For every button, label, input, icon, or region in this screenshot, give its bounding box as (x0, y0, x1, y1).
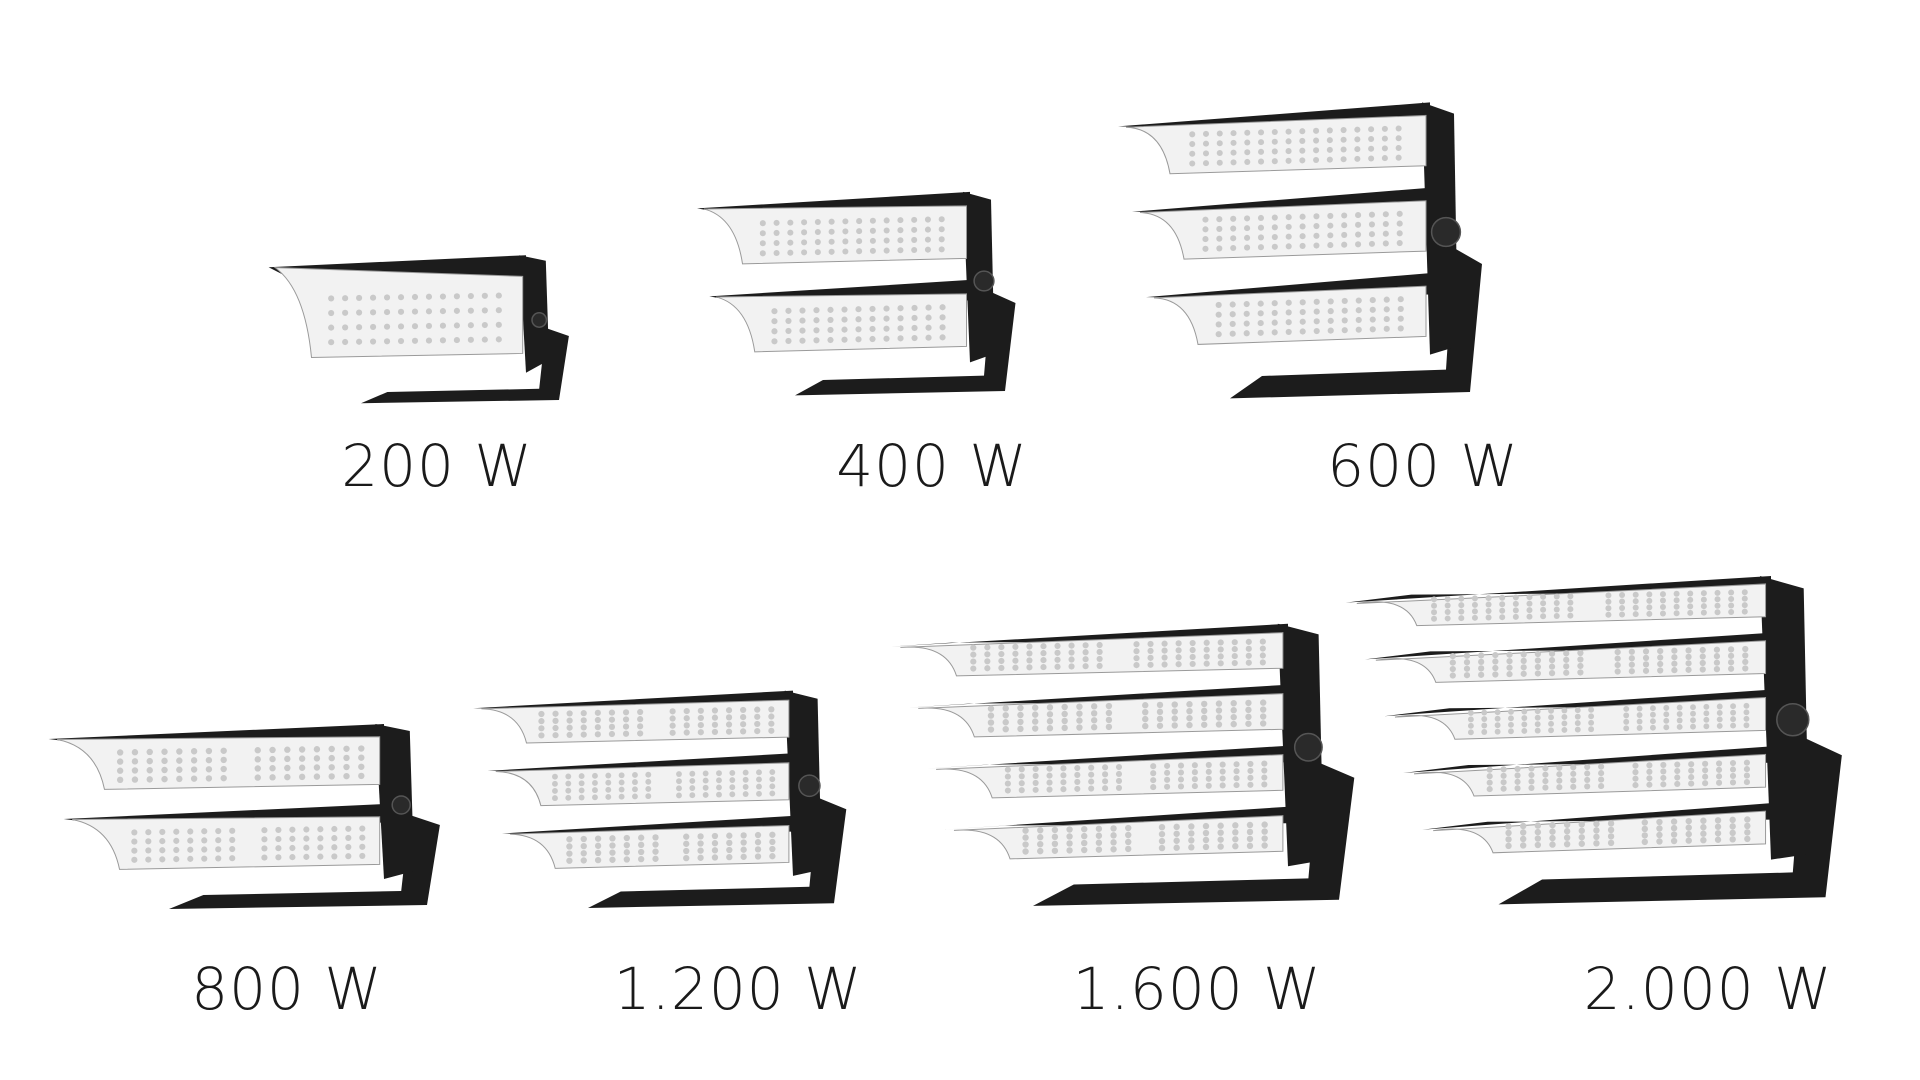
led-panel-module (501, 815, 793, 869)
label-400w: 400 W (836, 432, 1028, 500)
led-panel-module (1422, 803, 1771, 854)
led-panel-module (1384, 689, 1771, 740)
floodlight-drawing (1118, 102, 1482, 399)
led-panel-module (1118, 102, 1430, 175)
floodlight-drawing (697, 191, 1016, 396)
led-panel-module (925, 745, 1288, 799)
label-1600w: 1.600 W (1072, 955, 1322, 1023)
led-panel-module (697, 191, 970, 265)
label-1200w: 1.200 W (613, 955, 863, 1023)
floodlight-2000w-image (1335, 560, 1880, 915)
adjustment-knob (531, 312, 548, 328)
mounting-bracket (588, 797, 847, 908)
mounting-bracket (169, 815, 440, 909)
floodlight-200w-image (262, 248, 592, 408)
mounting-bracket (1033, 762, 1355, 906)
label-2000w: 2.000 W (1583, 955, 1833, 1023)
led-panel-module (1146, 273, 1430, 345)
led-panel-module (1364, 632, 1771, 683)
label-200w: 200 W (341, 432, 533, 500)
led-panel-module (1132, 187, 1430, 260)
adjustment-knob (1430, 216, 1462, 248)
led-panel-module (473, 690, 793, 744)
led-panel-module (48, 724, 384, 790)
mounting-bracket (1230, 248, 1482, 399)
adjustment-knob (391, 795, 411, 815)
adjustment-knob (798, 774, 821, 798)
led-panel-module (63, 804, 385, 870)
floodlight-drawing (890, 623, 1355, 906)
adjustment-knob (973, 270, 995, 292)
mounting-bracket (795, 292, 1016, 396)
led-panel-module (908, 684, 1288, 738)
floodlight-800w-image (40, 715, 470, 915)
floodlight-1600w-image (880, 610, 1390, 915)
floodlight-400w-image (690, 182, 1040, 402)
led-panel-module (943, 806, 1288, 860)
floodlight-drawing (473, 690, 847, 908)
label-800w: 800 W (191, 955, 383, 1023)
adjustment-knob (1776, 703, 1810, 737)
floodlight-1200w-image (465, 680, 875, 915)
led-panel-module (709, 279, 970, 353)
mounting-bracket (1498, 737, 1842, 905)
led-panel-module (268, 255, 526, 358)
led-panel-module (1403, 746, 1771, 797)
floodlight-drawing (48, 724, 440, 909)
led-panel-module (487, 753, 793, 807)
floodlight-drawing (1345, 575, 1842, 905)
adjustment-knob (1293, 732, 1323, 762)
led-panel-module (890, 623, 1288, 677)
led-panel-module (1345, 575, 1771, 627)
label-600w: 600 W (1327, 432, 1519, 500)
floodlight-drawing (268, 255, 569, 404)
floodlight-600w-image (1110, 88, 1510, 408)
